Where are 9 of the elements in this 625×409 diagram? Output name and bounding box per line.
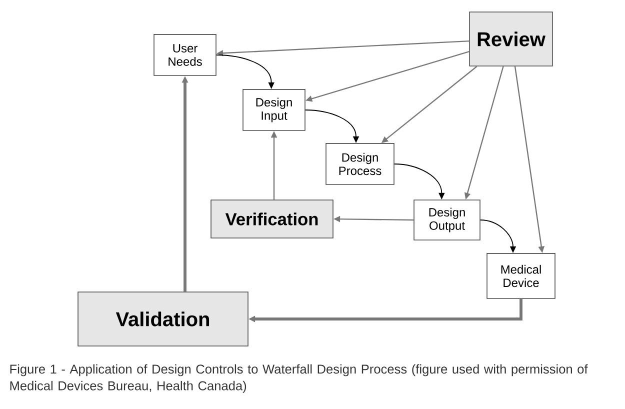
caption: Figure 1 - Application of Design Controls to Waterfall Design Process (figure used with permission of Medical Devices Bureau, Health Canada) (10, 364, 588, 393)
process-box: Design Process (326, 143, 394, 185)
validation-box: Validation (78, 292, 248, 346)
process-box: Medical Device (486, 253, 556, 299)
verification-box: Verification (210, 200, 334, 238)
review-box: Review (469, 12, 553, 66)
process-box: User Needs (154, 34, 216, 76)
process-box: Design Output (414, 200, 480, 240)
process-box: Design Input (242, 89, 306, 131)
